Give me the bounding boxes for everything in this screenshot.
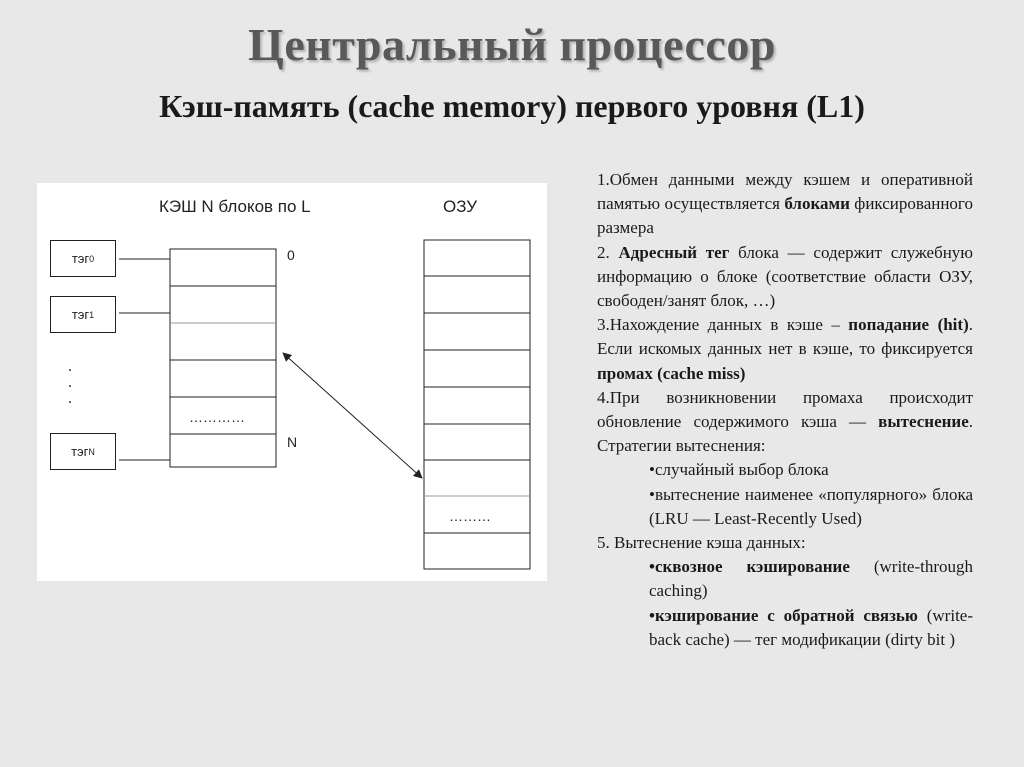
tag-index: 1	[89, 309, 95, 320]
point-bold: Адресный тег	[618, 242, 730, 262]
tag-text: тэг	[71, 444, 89, 459]
index-top-label: 0	[287, 247, 295, 263]
page-subtitle: Кэш-память (cache memory) первого уровня…	[159, 88, 865, 124]
point-bold: промах (cache miss)	[597, 363, 746, 383]
point-3: 3.Нахождение данных в кэше – попадание (…	[597, 313, 973, 386]
point-5-sub-2: •кэширование с обратной связью (write-ba…	[597, 604, 973, 652]
point-5-sub-1: •сквозное кэширование (write-through cac…	[597, 555, 973, 603]
point-bold: попадание (hit)	[848, 315, 969, 335]
ram-label: ОЗУ	[443, 197, 478, 216]
point-text: блока — содержит служебную информацию о …	[597, 242, 974, 311]
point-2: 2. Адресный тег блока — содержит служебн…	[597, 241, 973, 314]
cache-label: КЭШ N блоков по L	[159, 197, 311, 216]
point-bold: блоками	[784, 194, 850, 214]
ram-column	[423, 239, 531, 570]
point-1: 1.Обмен данными между кэшем и оперативно…	[597, 168, 973, 241]
tag-index: 0	[89, 253, 95, 264]
cache-ellipsis: …………	[189, 409, 245, 425]
point-text: фиксированного размера	[597, 194, 973, 238]
point-text: (write-back cache) — тег модификации (di…	[649, 605, 973, 649]
description-text: 1.Обмен данными между кэшем и оперативно…	[597, 168, 973, 652]
point-4: 4.При возникновении промаха происходит о…	[597, 386, 973, 459]
point-4-sub-1: •случайный выбор блока	[649, 460, 829, 480]
point-text: 2.	[597, 242, 619, 262]
point-bold: •кэширование с обратной связью	[649, 605, 918, 625]
index-bottom-label: N	[287, 434, 298, 450]
point-4-sub-2: •вытеснение наименее «популярного» блока…	[649, 484, 973, 528]
point-bold: вытеснение	[878, 412, 969, 432]
cache-column	[169, 248, 277, 468]
point-text: . Стратегии вытеснения:	[597, 412, 973, 456]
tag-index: N	[88, 446, 95, 457]
point-text: 1.Обмен данными между кэшем и оперативно…	[597, 170, 973, 214]
point-text: . Если искомых данных нет в кэше, то фик…	[597, 315, 973, 359]
ram-ellipsis: ………	[449, 508, 491, 524]
point-text: (write-through caching)	[649, 557, 973, 601]
point-text: 4.При возникновении промаха происходит о…	[597, 387, 973, 432]
point-5: 5. Вытеснение кэша данных:	[597, 533, 806, 553]
point-bold: •сквозное кэширование	[649, 557, 850, 577]
page-title: Центральный процессор	[248, 19, 776, 70]
tag-text: тэг	[71, 251, 90, 266]
mapping-arrow	[282, 352, 423, 479]
tag-text: тэг	[71, 307, 90, 322]
vertical-dots: ...	[68, 358, 72, 407]
point-text: 3.Нахождение данных в кэше –	[597, 315, 849, 335]
diagram-lines	[119, 239, 531, 570]
